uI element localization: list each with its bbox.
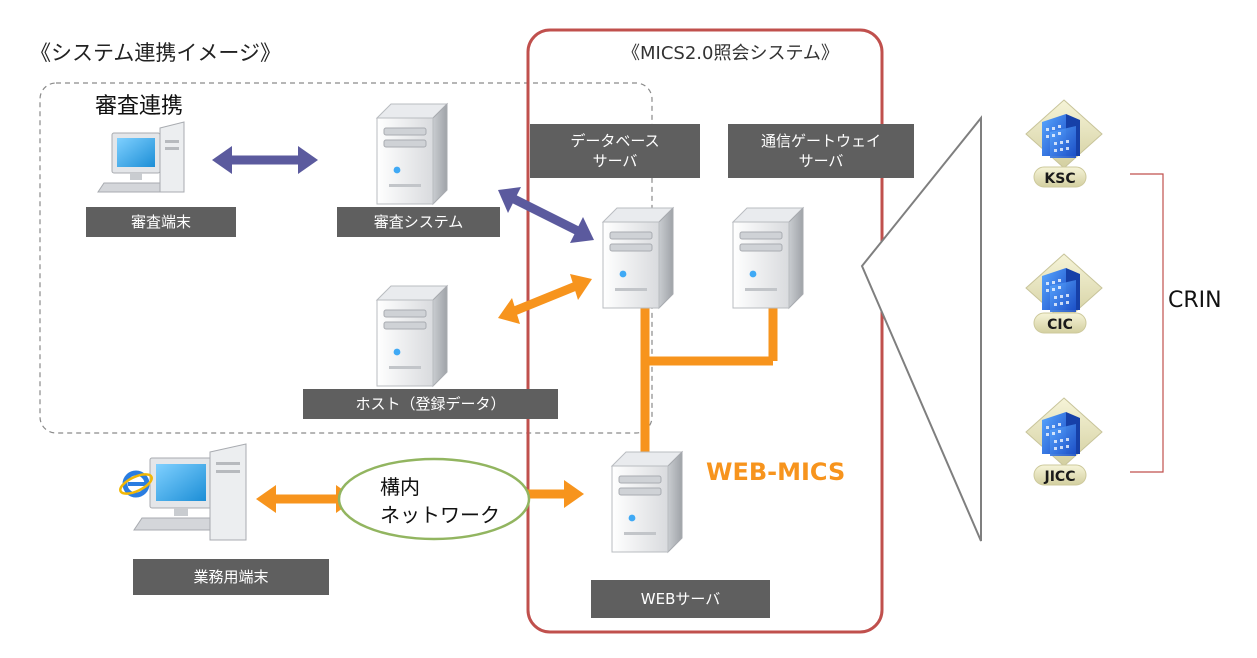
orange-connections xyxy=(640,305,778,462)
gateway-server-label-line1: 通信ゲートウェイ xyxy=(760,131,881,150)
jicc-pill xyxy=(1033,464,1087,486)
review-group-frame xyxy=(39,82,653,434)
network-ellipse xyxy=(337,457,531,541)
web-mics-label: WEB-MICS xyxy=(706,458,846,486)
gateway-server-label: 通信ゲートウェイ サーバ xyxy=(728,124,914,178)
review-group-title: 審査連携 xyxy=(95,94,184,119)
mics-system-frame xyxy=(526,28,884,634)
mics-system-title: 《MICS2.0照会システム》 xyxy=(622,43,839,64)
crin-label: CRIN xyxy=(1168,288,1222,313)
db-server-label-line1: データベース xyxy=(570,131,660,150)
web-server-label: WEBサーバ xyxy=(591,580,770,618)
ksc-pill xyxy=(1033,166,1087,188)
review-terminal-pc-icon xyxy=(97,121,185,193)
ksc-label: KSC xyxy=(1044,171,1075,187)
network-label-line2: ネットワーク xyxy=(380,503,500,527)
host-label: ホスト（登録データ） xyxy=(303,389,558,419)
business-terminal-label: 業務用端末 xyxy=(133,559,329,595)
business-terminal-pc-icon xyxy=(133,443,247,541)
orange-double-arrow-host xyxy=(498,274,592,324)
orange-arrow-web xyxy=(526,480,584,508)
cic-building-icon xyxy=(1025,253,1103,323)
diagram-heading: 《システム連携イメージ》 xyxy=(30,41,281,65)
network-label-line1: 構内 xyxy=(380,475,420,499)
internet-explorer-icon xyxy=(119,470,153,498)
cic-label: CIC xyxy=(1047,317,1073,333)
host-server-icon xyxy=(376,285,448,387)
jicc-label: JICC xyxy=(1044,469,1076,485)
ksc-building-icon xyxy=(1025,99,1103,169)
db-server-label-line2: サーバ xyxy=(592,152,638,170)
purple-double-arrow-db xyxy=(498,187,594,243)
jicc-building-icon xyxy=(1025,397,1103,467)
purple-double-arrow-terminal xyxy=(212,146,318,174)
cic-pill xyxy=(1033,312,1087,334)
crin-connection-funnel xyxy=(860,115,982,542)
review-terminal-label: 審査端末 xyxy=(86,207,236,237)
db-server-label: データベース サーバ xyxy=(530,124,700,178)
db-server-icon xyxy=(602,207,674,309)
gateway-server-icon xyxy=(732,207,804,309)
review-system-server-icon xyxy=(376,103,448,205)
crin-bracket xyxy=(1130,173,1164,473)
gateway-server-label-line2: サーバ xyxy=(798,152,844,170)
web-server-icon xyxy=(611,451,683,553)
review-system-label: 審査システム xyxy=(337,207,500,237)
